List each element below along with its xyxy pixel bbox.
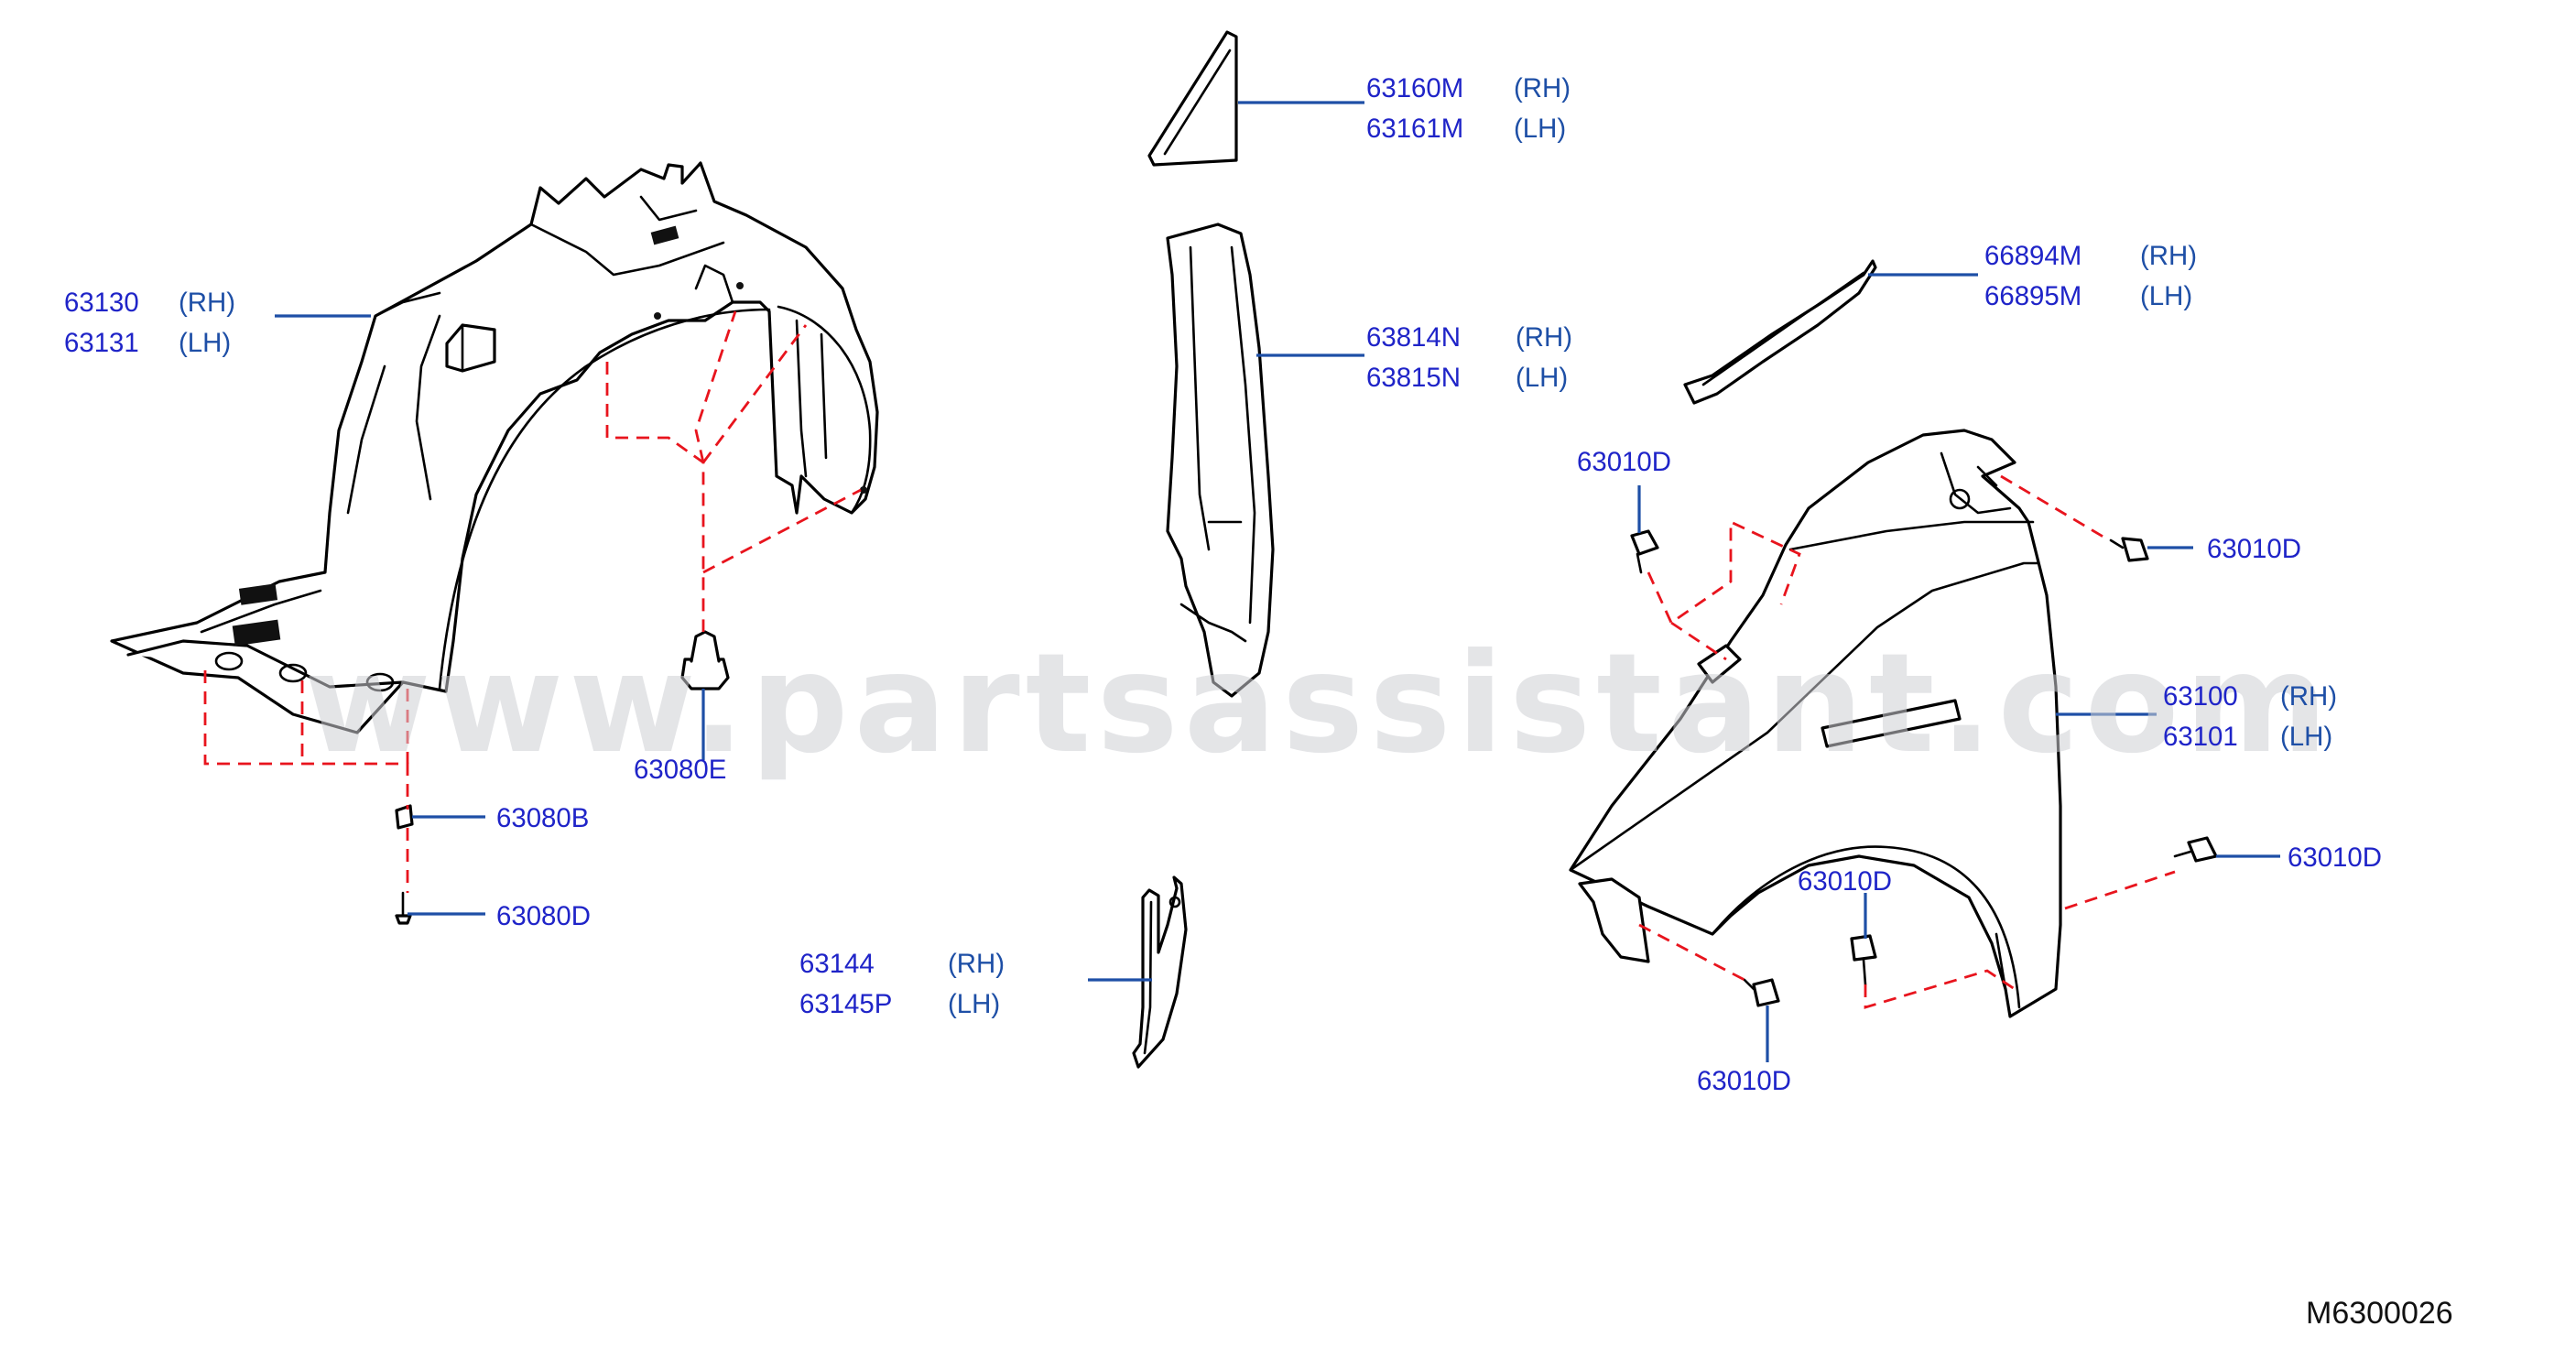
part-number-label[interactable]: 63101 [2163, 722, 2238, 752]
watermark: www.partsassistant.com [304, 625, 2333, 784]
assembly-lines [203, 310, 2176, 1009]
side-label: (LH) [2140, 281, 2192, 311]
fender-moulding-drawing [1683, 259, 1877, 405]
part-number-label[interactable]: 63144 [799, 949, 875, 979]
part-number-label[interactable]: 63161M [1366, 114, 1463, 144]
side-label: (RH) [2140, 241, 2197, 271]
side-label: (RH) [179, 288, 235, 318]
part-number-label[interactable]: 63010D [1798, 866, 1892, 897]
side-label: (RH) [2280, 681, 2337, 712]
callout-labels: 63130 (RH) 63131 (LH) 63160M (RH) 63161M… [64, 73, 2382, 1096]
fastener-63080B [395, 804, 414, 830]
side-label: (LH) [2280, 722, 2332, 752]
part-number-label[interactable]: 66894M [1984, 241, 2081, 271]
front-fender-drawing [1569, 429, 2062, 1018]
side-label: (RH) [948, 949, 1005, 979]
part-number-label[interactable]: 63130 [64, 288, 139, 318]
bolt-63010D-bottom-mid [1850, 934, 1877, 986]
part-number-label[interactable]: 63131 [64, 328, 139, 358]
side-label: (LH) [179, 328, 231, 358]
side-label: (LH) [1514, 114, 1566, 144]
mirror-corner-trim-drawing [1147, 30, 1238, 167]
diagram-code: M6300026 [2306, 1296, 2453, 1331]
part-number-label[interactable]: 63814N [1366, 322, 1461, 353]
side-label: (LH) [1516, 363, 1568, 393]
fender-liner-drawing [110, 161, 879, 734]
part-number-label[interactable]: 63080B [496, 803, 589, 833]
part-number-label[interactable]: 63160M [1366, 73, 1463, 103]
side-label: (RH) [1516, 322, 1572, 353]
part-number-label[interactable]: 63145P [799, 989, 892, 1019]
side-label: (LH) [948, 989, 1000, 1019]
side-label: (RH) [1514, 73, 1571, 103]
part-number-label[interactable]: 63010D [2207, 534, 2301, 564]
bolt-63010D-right-top [2109, 537, 2149, 562]
bolt-63010D-top-left [1630, 529, 1659, 574]
bolt-63010D-right-mid [2173, 836, 2218, 863]
part-number-label[interactable]: 66895M [1984, 281, 2081, 311]
fender-seal-drawing [1166, 223, 1275, 698]
leader-lines [275, 101, 2280, 1062]
fastener-63080D [395, 891, 412, 925]
part-number-label[interactable]: 63010D [1577, 447, 1671, 477]
part-number-label[interactable]: 63080E [634, 755, 726, 785]
part-number-label[interactable]: 63080D [496, 901, 591, 931]
fastener-63080E [680, 630, 730, 690]
part-number-label[interactable]: 63010D [1697, 1066, 1791, 1096]
part-number-label[interactable]: 63100 [2163, 681, 2238, 712]
part-number-label[interactable]: 63010D [2288, 843, 2382, 873]
part-number-label[interactable]: 63815N [1366, 363, 1461, 393]
bolt-63010D-bottom-left [1743, 978, 1780, 1007]
fender-bracket-drawing [1132, 875, 1188, 1069]
